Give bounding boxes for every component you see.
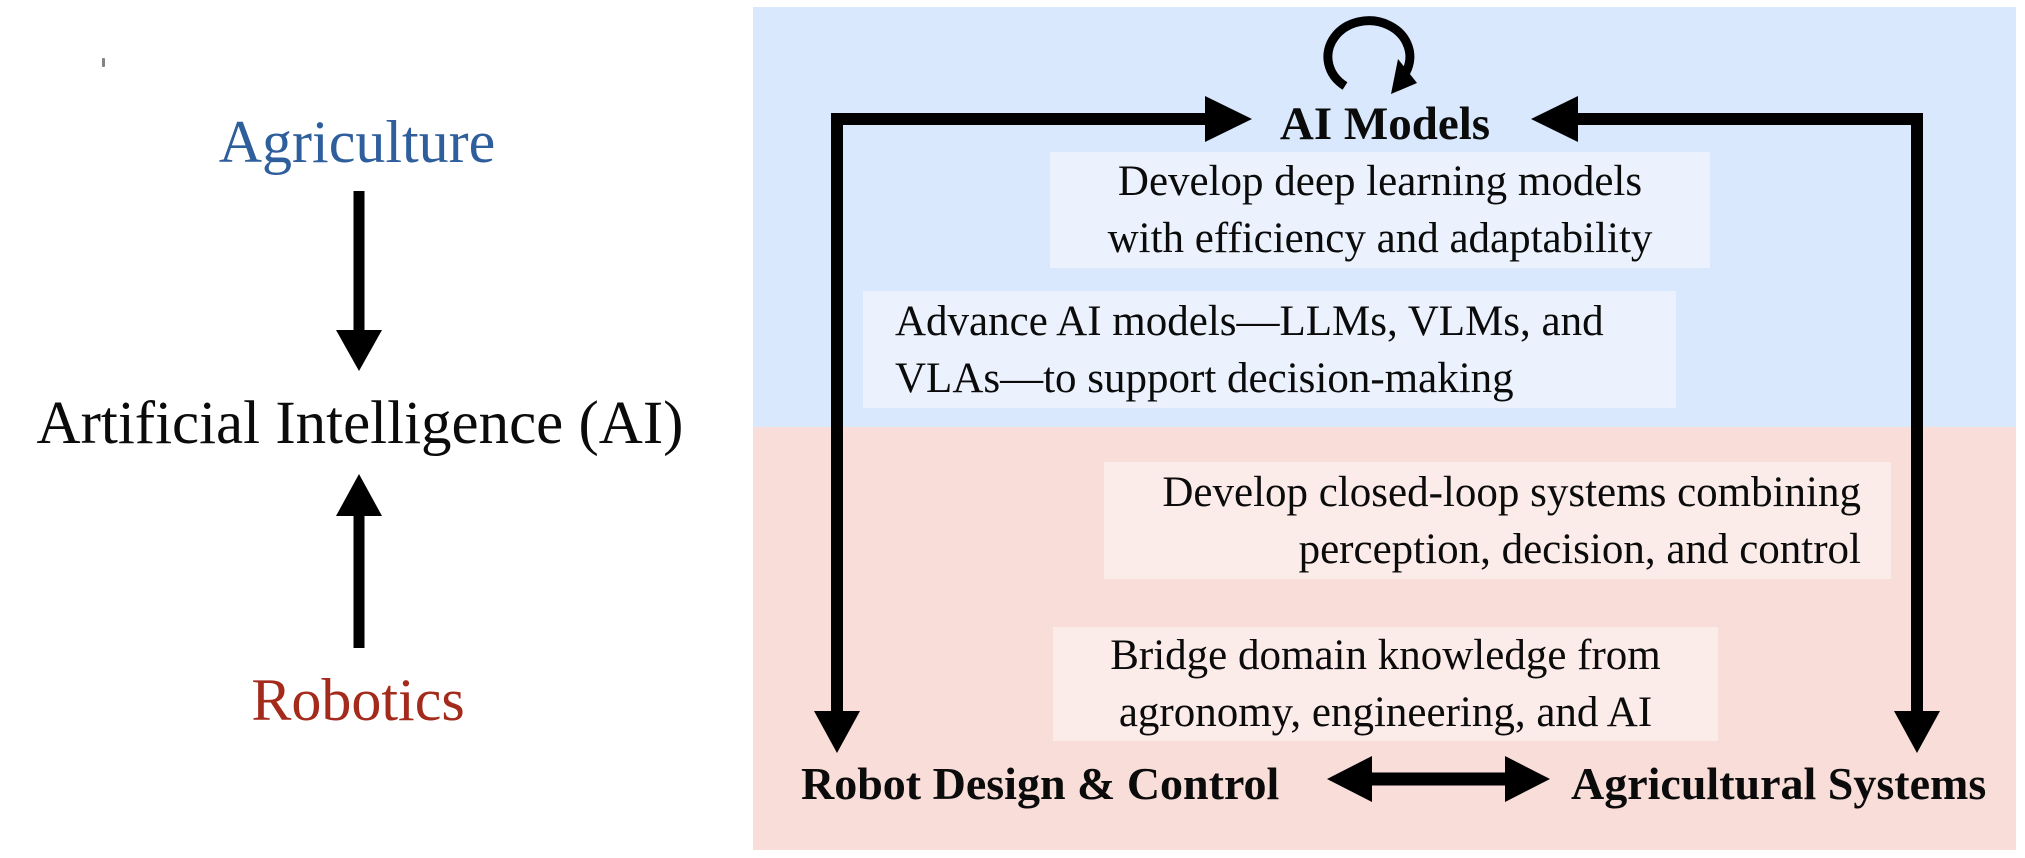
down-arrow-icon <box>336 191 382 371</box>
advance-ai-models-box: Advance AI models—LLMs, VLMs, and VLAs—t… <box>863 291 1676 408</box>
stray-mark <box>102 58 105 67</box>
up-arrow-icon <box>336 474 382 648</box>
robot-design-control-label: Robot Design & Control <box>801 758 1280 809</box>
robotics-label: Robotics <box>251 667 465 733</box>
bridge-domain-knowledge-box: Bridge domain knowledge from agronomy, e… <box>1053 627 1718 741</box>
agricultural-systems-label: Agricultural Systems <box>1571 758 1987 809</box>
deep-learning-box: Develop deep learning models with effici… <box>1050 152 1710 268</box>
ai-models-label: AI Models <box>1279 98 1491 150</box>
agriculture-label: Agriculture <box>218 109 496 175</box>
closed-loop-systems-box: Develop closed-loop systems combining pe… <box>1104 462 1891 579</box>
artificial-intelligence-label: Artificial Intelligence (AI) <box>36 390 684 457</box>
